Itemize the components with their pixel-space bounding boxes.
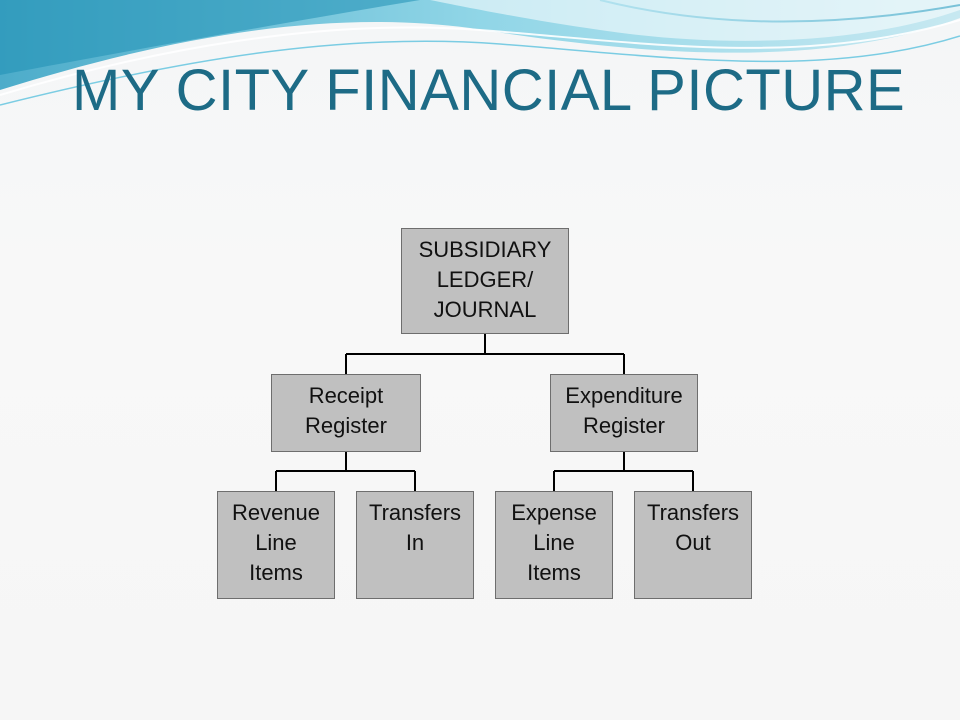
node-label: Expenditure Register <box>565 383 683 438</box>
slide-title: MY CITY FINANCIAL PICTURE <box>72 58 906 123</box>
node-label: Revenue Line Items <box>231 500 321 585</box>
node-label: Receipt Register <box>305 383 387 438</box>
node-transfers-out: Transfers Out <box>634 491 752 599</box>
node-expense-line-items: Expense Line Items <box>495 491 613 599</box>
node-label: Transfers Out <box>646 500 740 555</box>
node-receipt-register: Receipt Register <box>271 374 421 452</box>
node-subsidiary-ledger-journal: SUBSIDIARY LEDGER/ JOURNAL <box>401 228 569 334</box>
node-expenditure-register: Expenditure Register <box>550 374 698 452</box>
node-label: Expense Line Items <box>511 500 597 585</box>
node-label: SUBSIDIARY LEDGER/ JOURNAL <box>418 237 552 322</box>
node-label: Transfers In <box>368 500 462 555</box>
node-revenue-line-items: Revenue Line Items <box>217 491 335 599</box>
header-wave-decoration <box>0 0 960 106</box>
node-transfers-in: Transfers In <box>356 491 474 599</box>
